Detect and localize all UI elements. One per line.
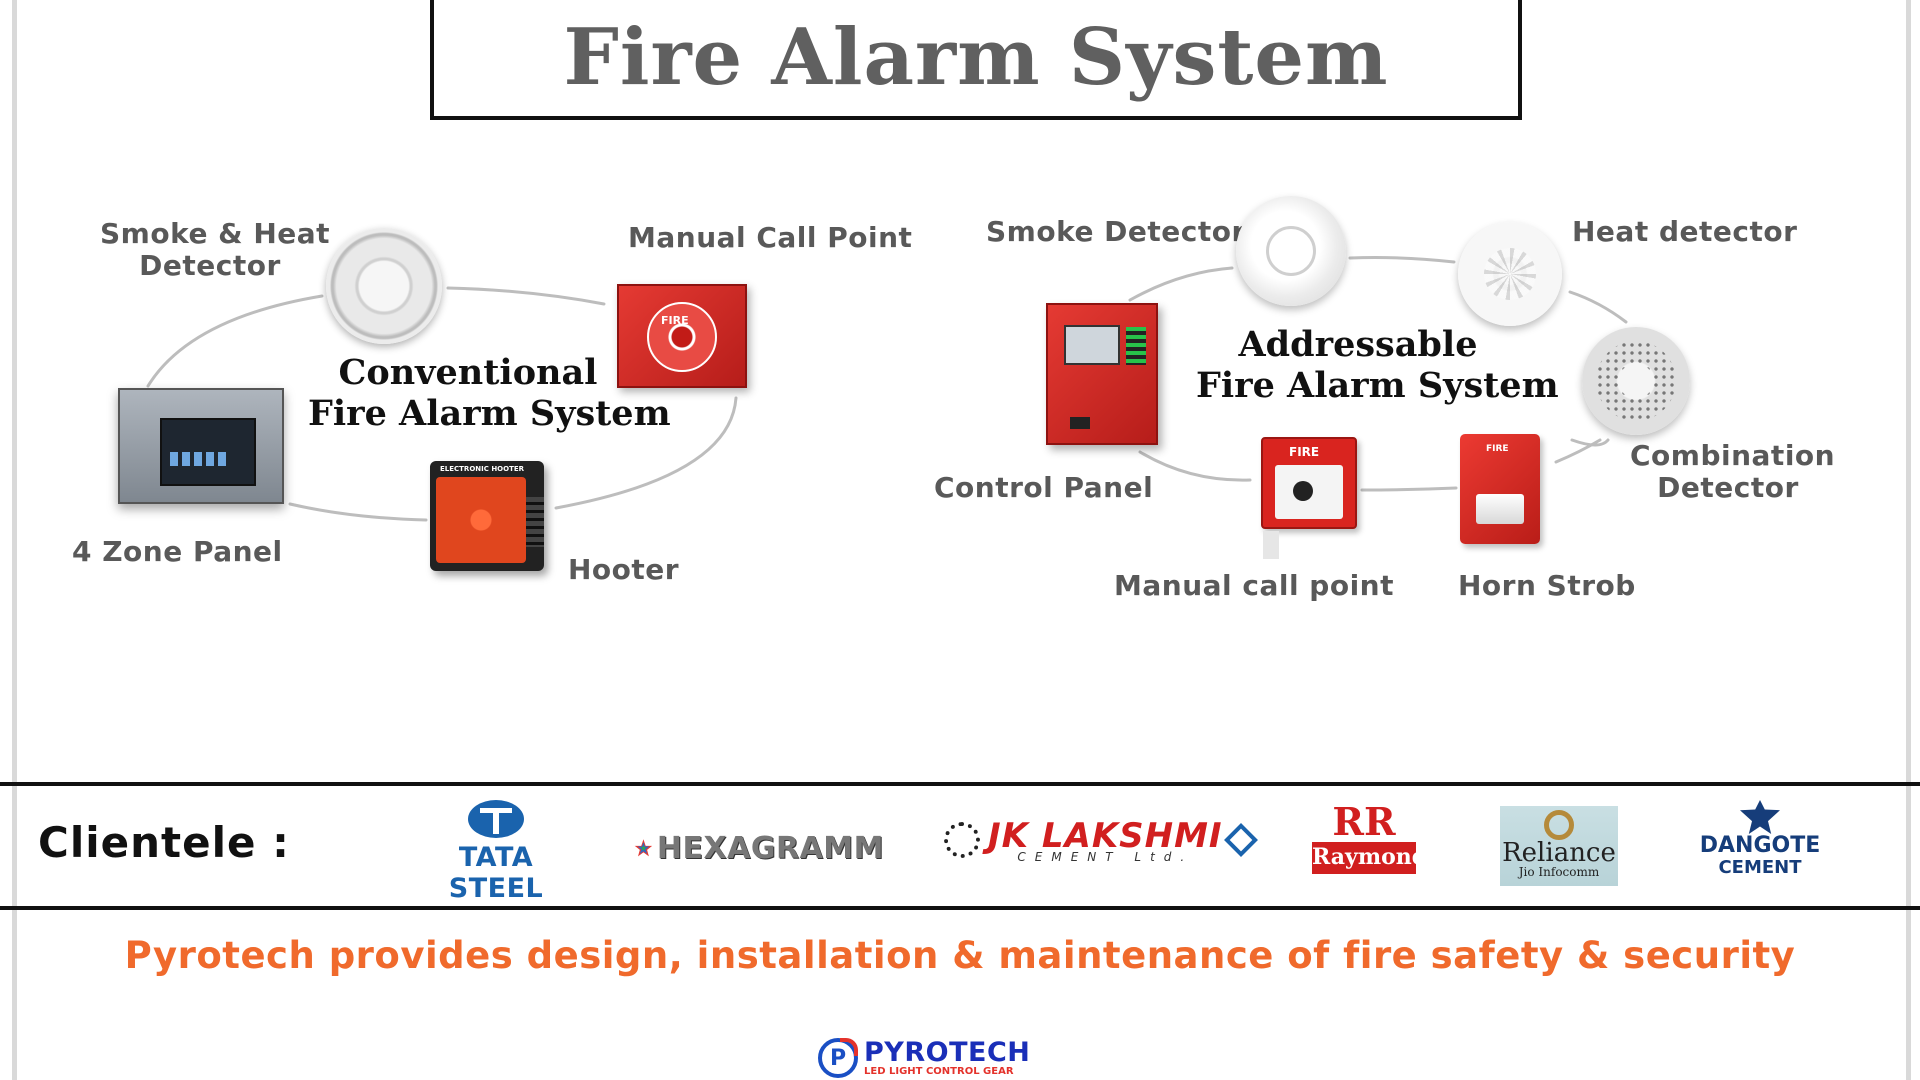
smoke-detector-icon	[1236, 196, 1346, 306]
conventional-heading: Conventional Fire Alarm System	[308, 352, 671, 434]
pyrotech-logo: P PYROTECH LED LIGHT CONTROL GEAR	[818, 1036, 1048, 1080]
tata-steel-logo: TATA STEEL	[416, 800, 576, 904]
tata-steel-name: TATA STEEL	[448, 842, 544, 904]
reliance-sub: Jio Infocomm	[1518, 865, 1600, 879]
hooter-icon: ELECTRONIC HOOTER	[430, 461, 544, 571]
horn-strob-label: Horn Strob	[1458, 569, 1636, 602]
connector-mcp-to-panel	[1138, 450, 1252, 482]
manual-call-point-label: Manual Call Point	[628, 221, 913, 254]
addressable-manual-call-point-label: Manual call point	[1114, 569, 1394, 602]
jk-lakshmi-name: JK LAKSHMI	[988, 816, 1223, 856]
hooter-device-text: ELECTRONIC HOOTER	[440, 465, 525, 473]
jk-lakshmi-logo: JK LAKSHMI CEMENT Ltd.	[944, 816, 1258, 864]
heat-detector-label: Heat detector	[1572, 215, 1798, 248]
clientele-bottom-rule	[0, 906, 1920, 910]
dangote-name: DANGOTE	[1699, 833, 1821, 858]
connector-panel-to-smoke-addr	[1128, 266, 1234, 302]
right-border	[1906, 0, 1911, 1080]
clientele-top-rule	[0, 782, 1920, 786]
heat-detector-icon	[1458, 222, 1562, 326]
break-glass-icon	[647, 302, 717, 372]
hooter-face	[436, 477, 526, 563]
control-panel-leds	[1126, 327, 1146, 365]
hooter-label: Hooter	[568, 553, 680, 586]
pyrotech-p-icon: P	[818, 1038, 858, 1078]
hooter-grill	[526, 497, 544, 547]
manual-call-point-icon: FIRE	[617, 284, 747, 388]
zone-panel-icon	[118, 388, 284, 504]
raymond-name: Raymond	[1312, 842, 1427, 874]
title-box: Fire Alarm System	[430, 0, 1522, 120]
clientele-label: Clientele :	[38, 818, 290, 867]
horn-strobe-lens	[1476, 494, 1524, 524]
smoke-heat-detector-icon	[326, 228, 442, 344]
combination-detector-label: Combination Detector	[1630, 439, 1836, 504]
control-panel-lcd	[1064, 325, 1120, 365]
left-border	[12, 0, 17, 1080]
connector-horn-to-mcp	[1360, 486, 1458, 492]
jk-diamond-icon	[1223, 823, 1258, 857]
combination-label-line1: Combination	[1630, 439, 1836, 472]
reliance-name: Reliance	[1502, 838, 1616, 868]
jk-gear-icon	[944, 822, 980, 858]
raymond-logo: RR Raymond	[1312, 799, 1427, 874]
connector-hooter-to-mcp	[554, 396, 738, 510]
combination-detector-vents	[1596, 341, 1676, 421]
addressable-manual-call-point-icon: FIRE	[1261, 437, 1357, 559]
dangote-cement-logo: DANGOTE CEMENT	[1694, 800, 1826, 878]
dangote-eagle-icon	[1740, 800, 1780, 834]
conventional-heading-line1: Conventional	[338, 352, 598, 393]
tata-mark-icon	[468, 800, 524, 838]
mcp-addr-fire-text: FIRE	[1289, 445, 1320, 459]
tagline: Pyrotech provides design, installation &…	[124, 934, 1796, 977]
connector-smoke-to-heat	[1348, 256, 1456, 264]
mcp-fire-text: FIRE	[661, 314, 689, 327]
mcp-addr-button	[1293, 481, 1313, 501]
heat-detector-fins	[1484, 248, 1536, 300]
horn-fire-text: FIRE	[1486, 444, 1509, 454]
connector-smoke-to-mcp	[446, 286, 606, 306]
control-panel-key	[1070, 417, 1090, 429]
connector-panel-to-hooter	[288, 502, 428, 522]
page-title: Fire Alarm System	[563, 11, 1389, 103]
smoke-heat-label-line2: Detector	[139, 249, 281, 282]
zone-panel-keys	[170, 452, 230, 466]
hexagramm-name: HEXAGRAMM	[656, 830, 884, 866]
addressable-heading: Addressable Fire Alarm System	[1196, 324, 1559, 406]
reliance-ring-icon	[1544, 810, 1574, 840]
connector-combo-to-horn	[1554, 438, 1610, 464]
reliance-jio-logo: Reliance Jio Infocomm	[1500, 806, 1618, 886]
horn-strobe-icon: FIRE	[1460, 434, 1540, 544]
hexagramm-logo: HEXAGRAMM	[634, 822, 884, 874]
control-panel-label: Control Panel	[934, 471, 1154, 504]
combination-label-line2: Detector	[1657, 471, 1799, 504]
pyrotech-name: PYROTECH	[864, 1036, 1031, 1068]
smoke-heat-label-line1: Smoke & Heat	[100, 217, 331, 250]
hexagramm-star-icon	[634, 839, 653, 857]
dangote-sub: CEMENT	[1718, 857, 1802, 878]
addressable-heading-line1: Addressable	[1238, 324, 1478, 365]
connector-heat-to-combo	[1568, 290, 1628, 324]
addressable-heading-line2: Fire Alarm System	[1196, 365, 1559, 406]
smoke-detector-label: Smoke Detector	[986, 215, 1246, 248]
conventional-heading-line2: Fire Alarm System	[308, 393, 671, 434]
connector-panel-to-smoke	[146, 294, 324, 388]
mcp-addr-stem	[1263, 531, 1279, 559]
jk-lakshmi-sub: CEMENT Ltd.	[1017, 850, 1194, 864]
combination-detector-icon	[1582, 327, 1690, 435]
zone-panel-label: 4 Zone Panel	[72, 535, 283, 568]
raymond-mark: RR	[1332, 799, 1396, 844]
control-panel-icon	[1046, 303, 1158, 445]
smoke-heat-detector-label: Smoke & Heat Detector	[100, 217, 331, 282]
smoke-detector-ring	[1266, 226, 1316, 276]
pyrotech-sub: LED LIGHT CONTROL GEAR	[864, 1065, 1014, 1077]
